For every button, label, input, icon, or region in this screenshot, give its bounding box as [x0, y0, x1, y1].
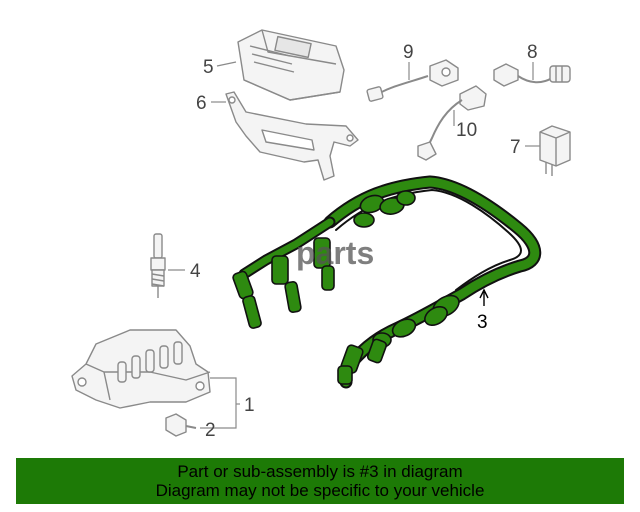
watermark-text: parts: [296, 235, 374, 271]
part-4-spark-plug[interactable]: [150, 233, 166, 298]
callout-9: 9: [403, 42, 414, 63]
callout-2: 2: [205, 420, 216, 441]
part-2-sensor[interactable]: [165, 413, 197, 437]
callout-4: 4: [190, 261, 201, 282]
banner-line-2: Diagram may not be specific to your vehi…: [155, 481, 485, 500]
part-8-sensor[interactable]: [493, 63, 571, 87]
callout-6: 6: [196, 93, 207, 114]
callout-1: 1: [244, 395, 255, 416]
part-10-sensor[interactable]: [417, 85, 487, 161]
callout-10: 10: [456, 120, 477, 141]
part-9-sensor[interactable]: [366, 59, 459, 102]
parts-diagram: 5 6 9 8 10 7: [71, 29, 571, 441]
part-6-bracket[interactable]: [225, 91, 359, 181]
part-7-relay[interactable]: [539, 125, 571, 176]
banner-line-1: Part or sub-assembly is #3 in diagram: [177, 462, 463, 481]
callout-3: 3: [477, 312, 488, 333]
part-5-control-module[interactable]: [237, 29, 345, 101]
callout-5: 5: [203, 57, 214, 78]
callout-8: 8: [527, 42, 538, 63]
part-3-ignition-wire-set[interactable]: [232, 175, 542, 389]
part-1-ignition-coil[interactable]: [71, 329, 211, 409]
callout-7: 7: [510, 137, 521, 158]
info-banner: Part or sub-assembly is #3 in diagram Di…: [16, 458, 624, 504]
